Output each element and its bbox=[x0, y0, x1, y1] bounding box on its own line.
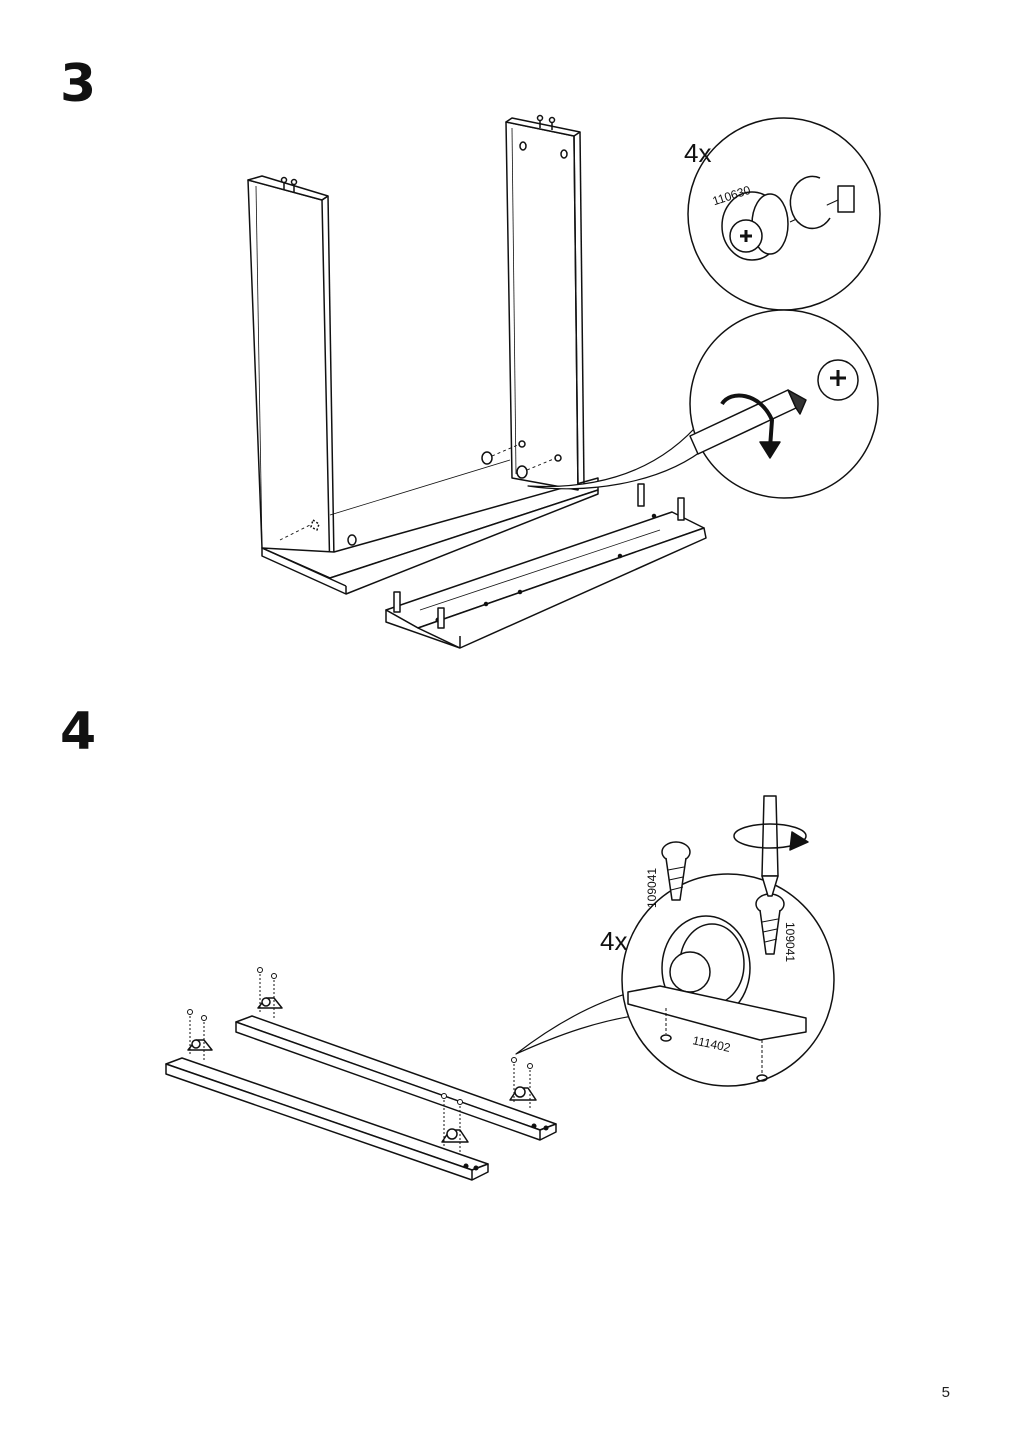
caster-detail bbox=[621, 873, 835, 1087]
cam-lock-detail: 110630 4x bbox=[684, 117, 881, 311]
step-3-number: 3 bbox=[60, 54, 97, 114]
wood-screw-icon bbox=[755, 893, 785, 955]
screwdriver-icon bbox=[689, 389, 807, 455]
cam-lock-placement bbox=[279, 443, 557, 546]
step-3-quantity: 4x bbox=[684, 138, 711, 168]
caster-wheel-icon bbox=[187, 1039, 213, 1051]
left-side-panel bbox=[247, 175, 335, 579]
plinth-rail-front bbox=[165, 1057, 489, 1181]
step-3-illustration: 110630 4x bbox=[247, 114, 881, 649]
step-4-quantity: 4x bbox=[600, 926, 627, 956]
right-side-panel bbox=[505, 114, 585, 491]
plinth-rail-back bbox=[235, 1015, 557, 1141]
caster-fittings bbox=[187, 967, 537, 1152]
step-4-illustration: 4x 109041 109041 111402 bbox=[165, 795, 835, 1181]
wood-screw-icon bbox=[661, 841, 691, 901]
page-number: 5 bbox=[941, 1384, 950, 1401]
rotate-arrow-icon bbox=[733, 823, 809, 851]
screw-part-number-left: 109041 bbox=[645, 868, 659, 908]
step-4-number: 4 bbox=[60, 702, 97, 762]
screwdriver-detail bbox=[689, 309, 879, 499]
cam-lock-icon bbox=[721, 191, 789, 261]
screw-part-number-right: 109041 bbox=[783, 922, 797, 962]
plinth-board bbox=[385, 483, 707, 649]
rotate-arrow-icon bbox=[720, 393, 774, 449]
screwdriver-icon bbox=[761, 795, 779, 897]
